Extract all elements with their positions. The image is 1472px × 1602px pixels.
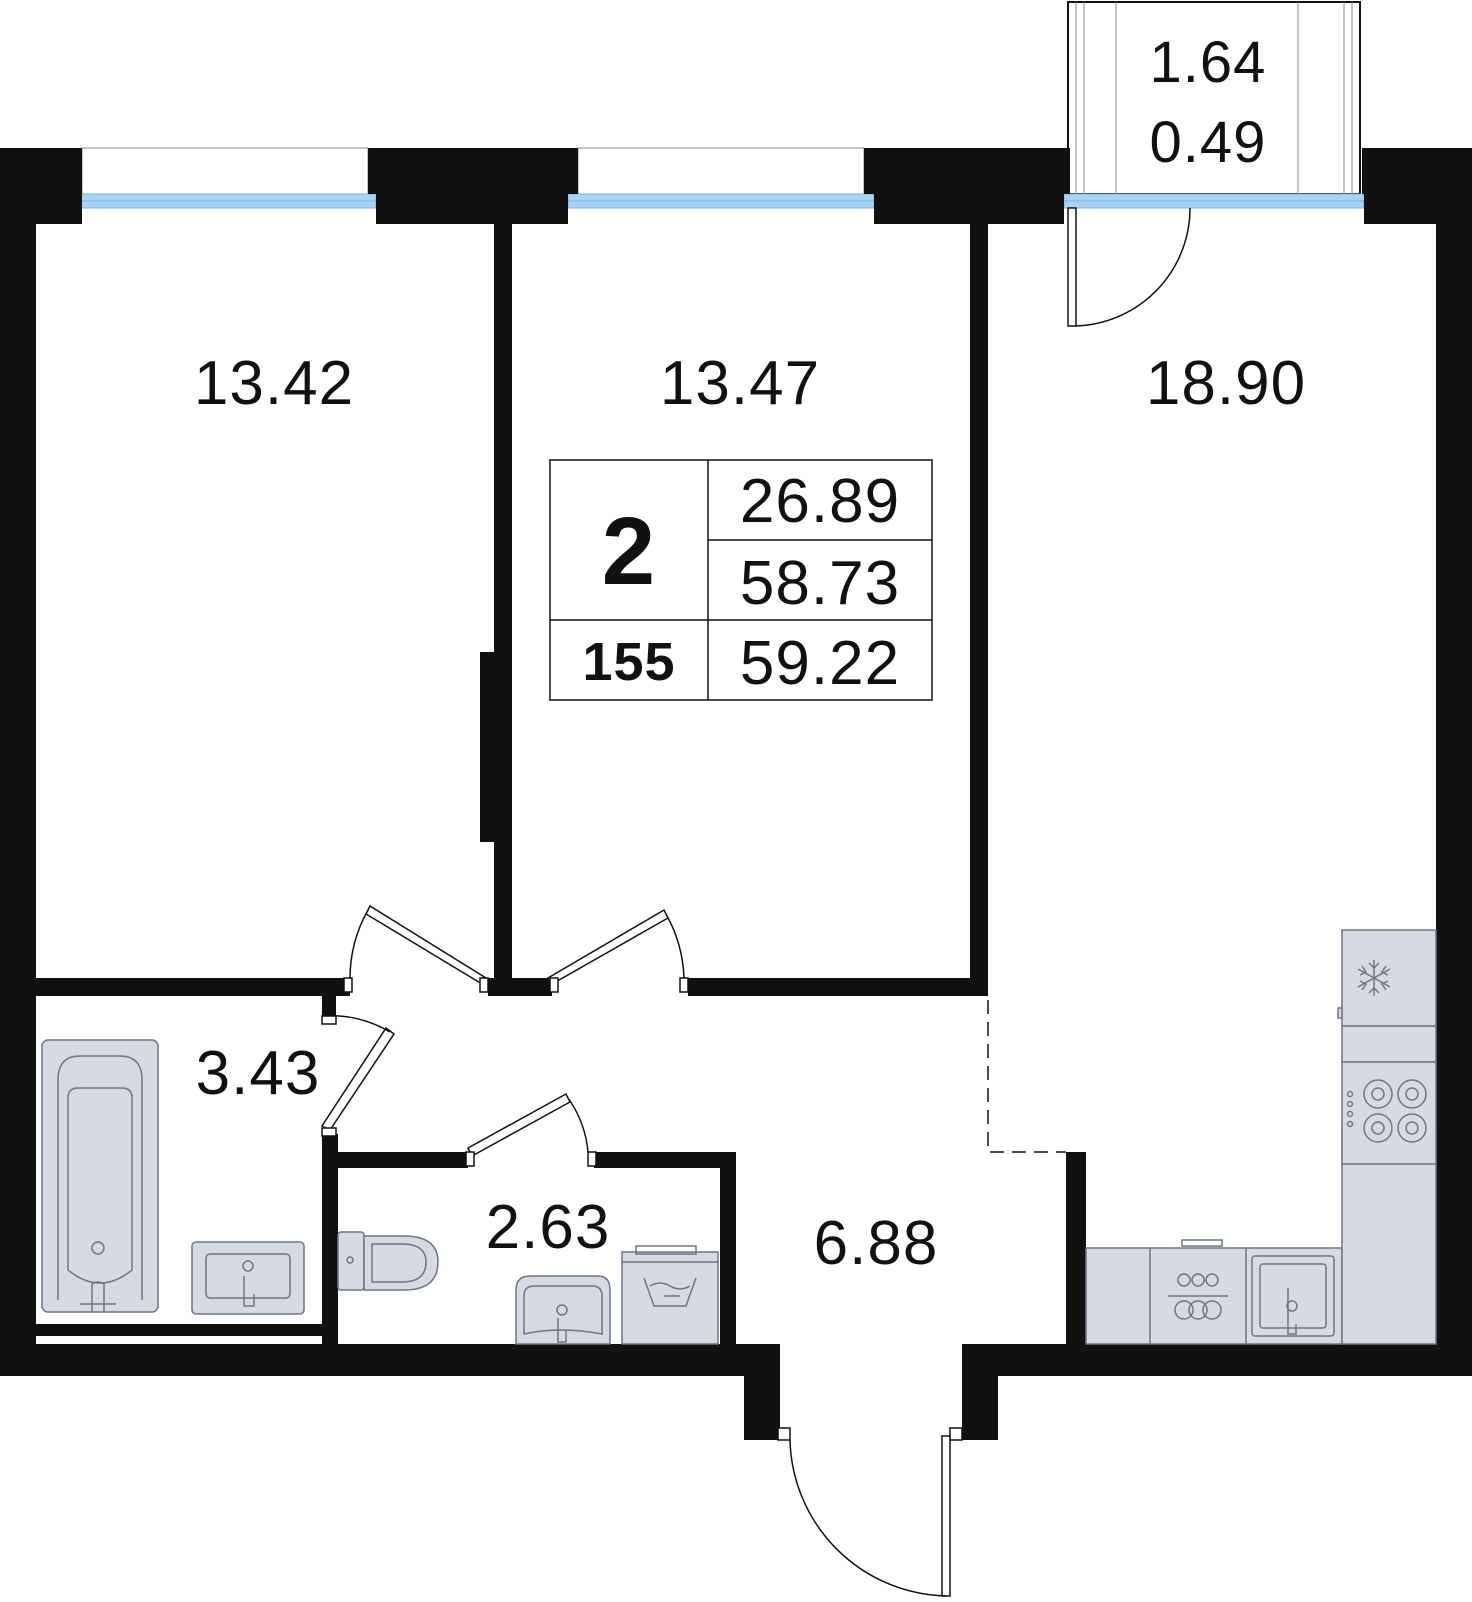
interior-walls <box>36 224 1086 1344</box>
zone-divider <box>987 1000 1066 1153</box>
bedroom-1-area: 13.42 <box>194 349 354 418</box>
apartment-number: 155 <box>582 632 675 692</box>
fridge <box>1337 929 1437 1027</box>
window-bedroom-2 <box>567 147 875 209</box>
balcony-area: 1.64 <box>1150 30 1267 95</box>
summary-table: 2 155 26.89 58.73 59.22 <box>549 459 933 701</box>
dishwasher <box>1168 1239 1228 1320</box>
cooktop-icon <box>1341 1025 1437 1165</box>
total-area-with-balcony: 59.22 <box>740 629 900 698</box>
outer-walls <box>0 148 1472 1440</box>
living-area: 26.89 <box>740 467 900 536</box>
bedroom-2-area: 13.47 <box>660 349 820 418</box>
sink-icon <box>1251 1255 1335 1337</box>
door-toilet[interactable] <box>465 1092 597 1167</box>
window-bedroom-1 <box>73 147 377 209</box>
bathtub <box>41 1039 159 1313</box>
bathroom-sink <box>191 1241 305 1315</box>
bathroom-area: 3.43 <box>196 1039 321 1108</box>
washing-machine-icon <box>621 1245 719 1345</box>
door-bathroom[interactable] <box>320 1015 396 1137</box>
door-bedroom-2[interactable] <box>546 908 689 993</box>
toilet-area: 2.63 <box>486 1193 611 1262</box>
toilet <box>337 1231 439 1291</box>
rooms-count: 2 <box>602 498 656 605</box>
entrance-door[interactable] <box>777 1427 963 1597</box>
total-area: 58.73 <box>740 549 900 618</box>
toilet-sink <box>515 1275 611 1345</box>
door-bedroom-1[interactable] <box>343 904 489 993</box>
balcony <box>1063 1 1365 209</box>
balcony-door[interactable] <box>1067 207 1191 327</box>
living-kitchen-area: 18.90 <box>1146 349 1306 418</box>
snowflake-icon <box>1357 960 1391 996</box>
hallway-area: 6.88 <box>814 1209 939 1278</box>
balcony-reduced-area: 0.49 <box>1150 110 1267 175</box>
